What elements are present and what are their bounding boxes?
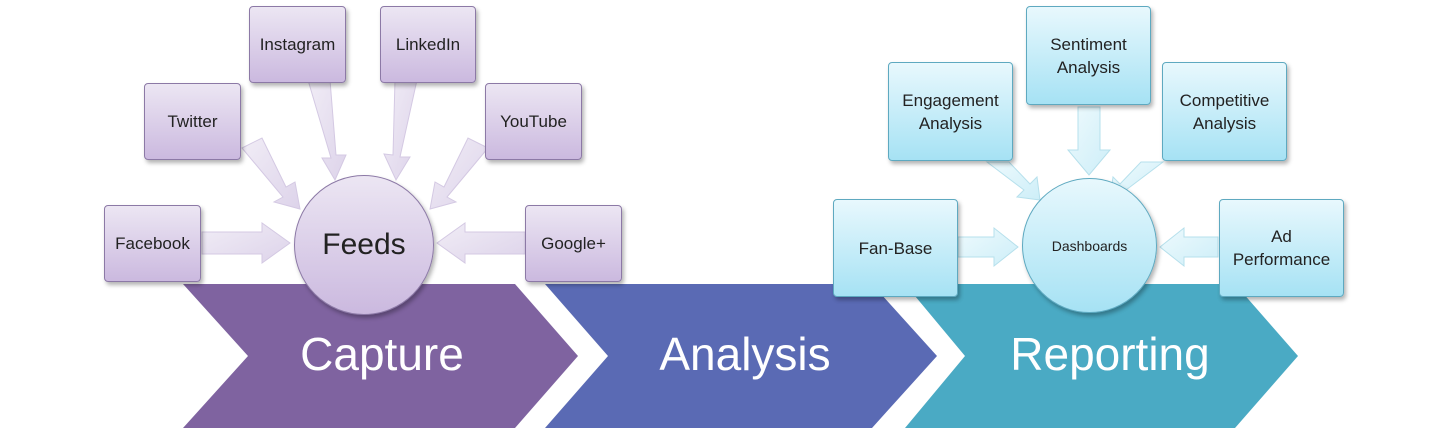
linkedin-label: LinkedIn xyxy=(395,35,461,54)
arrow-instagram-to-feeds xyxy=(307,79,347,182)
arrow-sentiment-to-dashboards xyxy=(1066,106,1112,176)
dashboards-hub: Dashboards xyxy=(1022,178,1157,313)
feeds-hub: Feeds xyxy=(294,175,434,315)
instagram-box: Instagram xyxy=(249,6,346,83)
arrow-youtube-to-feeds xyxy=(429,137,489,210)
arrow-engagement-to-dashboards xyxy=(985,161,1041,201)
engagement-analysis-label: Engagement Analysis xyxy=(902,90,999,133)
competitive-analysis-box: Competitive Analysis xyxy=(1162,62,1287,161)
youtube-label: YouTube xyxy=(500,112,567,131)
instagram-label: Instagram xyxy=(259,35,336,54)
analysis-stage-label: Analysis xyxy=(659,328,831,380)
capture-stage-label: Capture xyxy=(300,328,464,380)
facebook-box: Facebook xyxy=(104,205,201,282)
analysis-chevron xyxy=(545,284,937,428)
arrow-fanbase-to-dashboards xyxy=(957,226,1019,268)
fan-base-box: Fan-Base xyxy=(833,199,958,297)
ad-performance-box: Ad Performance xyxy=(1219,199,1344,297)
arrow-googleplus-to-feeds xyxy=(436,222,526,264)
sentiment-analysis-box: Sentiment Analysis xyxy=(1026,6,1151,105)
capture-arrows xyxy=(201,79,526,264)
facebook-label: Facebook xyxy=(115,234,190,253)
ad-performance-label: Ad Performance xyxy=(1232,227,1331,269)
engagement-analysis-box: Engagement Analysis xyxy=(888,62,1013,161)
arrow-adperformance-to-dashboards xyxy=(1159,226,1219,268)
twitter-label: Twitter xyxy=(167,112,218,131)
fan-base-label: Fan-Base xyxy=(858,238,933,258)
sentiment-analysis-label: Sentiment Analysis xyxy=(1050,34,1127,77)
capture-chevron xyxy=(183,284,578,428)
dashboards-label: Dashboards xyxy=(1051,237,1128,254)
reporting-stage-label: Reporting xyxy=(1010,328,1210,380)
arrow-twitter-to-feeds xyxy=(241,137,301,210)
google-plus-label: Google+ xyxy=(541,234,606,253)
youtube-box: YouTube xyxy=(485,83,582,160)
twitter-box: Twitter xyxy=(144,83,241,160)
reporting-chevron xyxy=(905,284,1298,428)
arrow-facebook-to-feeds xyxy=(201,222,291,264)
arrow-linkedin-to-feeds xyxy=(383,79,418,182)
competitive-analysis-label: Competitive Analysis xyxy=(1179,90,1270,133)
google-plus-box: Google+ xyxy=(525,205,622,282)
linkedin-box: LinkedIn xyxy=(380,6,476,83)
feeds-label: Feeds xyxy=(322,228,406,261)
